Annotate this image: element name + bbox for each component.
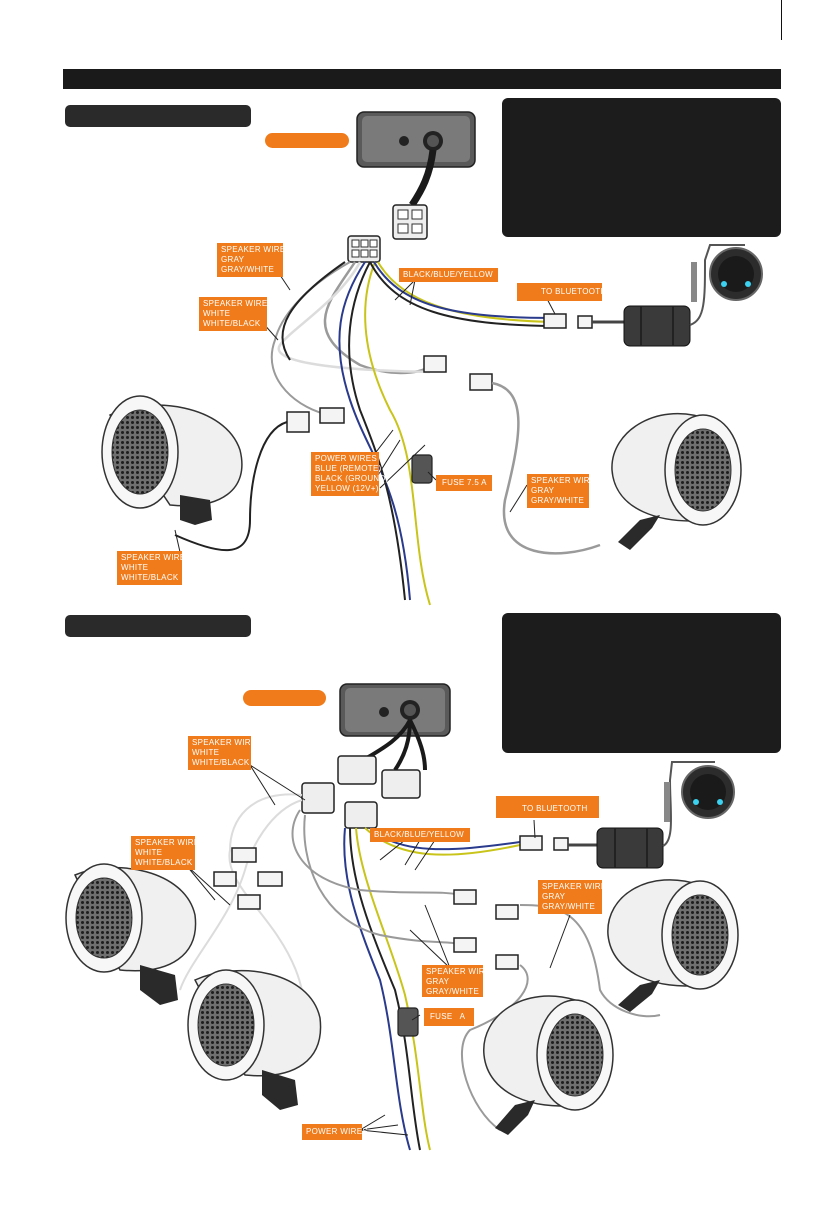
speaker-pod-icon	[65, 863, 197, 1005]
label-speaker-wire-gray-top: SPEAKER WIRE GRAY GRAY/WHITE	[217, 243, 286, 277]
wire-connector-icon	[543, 313, 593, 329]
label-line: FUSE A	[430, 1012, 466, 1021]
label-speaker-wire-gray-center-bottom: SPEAKER WIRE GRAY GRAY/WHITE	[422, 965, 491, 997]
label-speaker-wire-white-left-top: SPEAKER WIRE WHITE WHITE/BLACK	[117, 551, 186, 585]
label-line: POWER WIRES	[315, 454, 377, 463]
amplifier-unit-icon	[356, 111, 476, 168]
label-line: GRAY/WHITE	[221, 265, 275, 274]
label-line: BLACK/BLUE/YELLOW	[403, 270, 494, 279]
label-to-bluetooth-top: TO BLUETOOTH	[517, 283, 607, 301]
label-line: TO BLUETOOTH	[522, 804, 588, 813]
label-line: GRAY/WHITE	[531, 496, 585, 505]
wire-connector-icon	[286, 355, 493, 433]
label-line: SPEAKER WIRE	[542, 882, 607, 891]
label-line: GRAY/WHITE	[426, 987, 480, 996]
amplifier-label-pill-bottom	[243, 690, 326, 706]
header-bar	[63, 69, 781, 89]
wire-connector-icon	[519, 835, 569, 851]
bluetooth-controller-icon	[623, 244, 763, 347]
label-speaker-wire-white-left-bottom: SPEAKER WIRE WHITE WHITE/BLACK	[131, 836, 200, 870]
label-line: BLACK/BLUE/YELLOW	[374, 830, 465, 839]
label-line: WHITE/BLACK	[135, 858, 193, 867]
label-line: SPEAKER WIRE	[135, 838, 200, 847]
label-line: WHITE/BLACK	[203, 319, 261, 328]
label-line: WHITE	[121, 563, 149, 572]
label-line: GRAY/WHITE	[542, 902, 596, 911]
amplifier-unit-icon	[339, 683, 451, 737]
label-line: BLUE (REMOTE)	[315, 464, 382, 473]
info-panel-top	[502, 98, 781, 237]
label-line: SPEAKER WIRE	[192, 738, 257, 747]
inline-fuse-icon	[411, 454, 433, 484]
section-tab-bottom	[65, 615, 251, 637]
label-line: WHITE/BLACK	[192, 758, 250, 767]
label-black-blue-yellow-top: BLACK/BLUE/YELLOW	[399, 268, 498, 282]
label-black-blue-yellow-bottom: BLACK/BLUE/YELLOW	[370, 828, 470, 842]
label-power-wires-bottom: POWER WIRES	[302, 1124, 368, 1140]
label-fuse-bottom: FUSE A	[424, 1008, 474, 1026]
label-fuse-top: FUSE 7.5 A	[436, 475, 492, 491]
label-speaker-wire-white-bottom: SPEAKER WIRE WHITE WHITE/BLACK	[188, 736, 257, 770]
speaker-pod-icon	[101, 395, 243, 525]
label-line: GRAY	[542, 892, 566, 901]
speaker-pod-icon	[187, 969, 322, 1110]
label-speaker-wire-gray-right-bottom: SPEAKER WIRE GRAY GRAY/WHITE	[538, 880, 607, 914]
label-line: GRAY	[426, 977, 450, 986]
speaker-pod-icon	[483, 995, 614, 1135]
label-line: GRAY	[531, 486, 555, 495]
label-line: WHITE	[192, 748, 220, 757]
inline-fuse-icon	[397, 1007, 419, 1037]
label-line: SPEAKER WIRE	[203, 299, 268, 308]
label-line: SPEAKER WIRE	[531, 476, 596, 485]
info-panel-bottom	[502, 613, 781, 753]
speaker-pod-icon	[607, 879, 739, 1012]
label-line: FUSE 7.5 A	[442, 478, 487, 487]
label-to-bluetooth-bottom: TO BLUETOOTH	[496, 796, 599, 818]
label-line: WHITE	[135, 848, 163, 857]
label-line: SPEAKER WIRE	[221, 245, 286, 254]
label-line: POWER WIRES	[306, 1127, 368, 1136]
bluetooth-controller-icon	[596, 761, 735, 869]
label-line: SPEAKER WIRE	[121, 553, 186, 562]
wire-connector-icon	[347, 235, 381, 263]
label-line: BLACK (GROUND)	[315, 474, 389, 483]
label-line: WHITE/BLACK	[121, 573, 179, 582]
label-line: TO BLUETOOTH	[541, 287, 607, 296]
wire-connector-icon	[213, 847, 519, 970]
label-speaker-wire-white-top: SPEAKER WIRE WHITE WHITE/BLACK	[199, 297, 267, 331]
section-tab-top	[65, 105, 251, 127]
label-speaker-wire-gray-right-top: SPEAKER WIRE GRAY GRAY/WHITE	[527, 474, 596, 508]
label-line: GRAY	[221, 255, 245, 264]
label-line: SPEAKER WIRE	[426, 967, 491, 976]
wire-connector-icon	[301, 755, 421, 829]
wire-connector-icon	[392, 204, 428, 240]
label-power-wires-top: POWER WIRES BLUE (REMOTE) BLACK (GROUND)…	[311, 452, 389, 496]
label-line: WHITE	[203, 309, 231, 318]
speaker-pod-icon	[611, 412, 742, 550]
label-line: YELLOW (12V+)	[315, 484, 379, 493]
fold-mark	[781, 0, 782, 40]
amplifier-label-pill-top	[265, 133, 349, 148]
